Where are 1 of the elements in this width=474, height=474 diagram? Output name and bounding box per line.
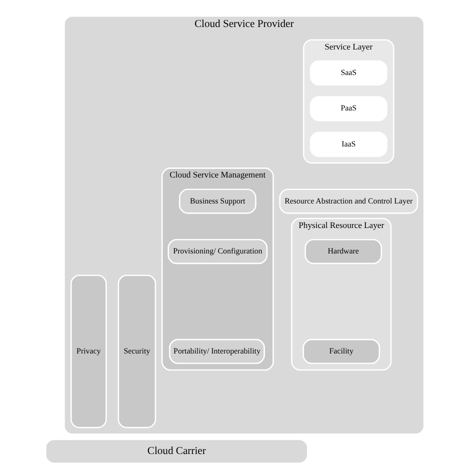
node-box: Cloud Carrier xyxy=(44,438,308,464)
